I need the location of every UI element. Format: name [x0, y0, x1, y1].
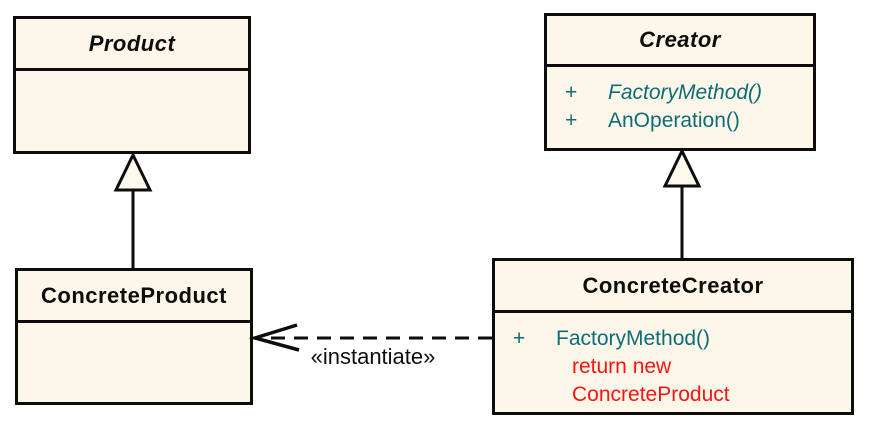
class-box-creator: Creator + FactoryMethod() + AnOperation(… — [544, 13, 816, 151]
method-anoperation: + AnOperation() — [565, 107, 807, 135]
class-box-concrete-product: ConcreteProduct — [15, 268, 253, 405]
class-name-concrete-product: ConcreteProduct — [18, 271, 250, 323]
class-name-product: Product — [16, 19, 248, 71]
visibility-plus: + — [565, 81, 578, 104]
class-box-product: Product — [13, 16, 251, 154]
method-name: FactoryMethod() — [556, 327, 711, 350]
visibility-plus: + — [513, 327, 526, 350]
instantiate-stereotype-label: «instantiate» — [310, 344, 436, 369]
method-name: AnOperation() — [608, 109, 740, 132]
class-box-concrete-creator: ConcreteCreator + FactoryMethod() return… — [492, 258, 854, 415]
generalization-arrow-product — [113, 151, 153, 268]
generalization-arrow-creator — [662, 147, 702, 258]
hollow-triangle-icon — [662, 147, 702, 188]
method-factorymethod-concrete: + FactoryMethod() — [513, 325, 845, 353]
method-factorymethod-abstract: + FactoryMethod() — [565, 79, 807, 107]
class-body-creator: + FactoryMethod() + AnOperation() — [547, 67, 813, 135]
class-body-concrete-creator: + FactoryMethod() return new ConcretePro… — [495, 313, 851, 409]
class-name-concrete-creator: ConcreteCreator — [495, 261, 851, 313]
hollow-triangle-icon — [113, 151, 153, 192]
visibility-plus: + — [565, 109, 578, 132]
class-body-concrete-product — [18, 323, 250, 335]
method-name: FactoryMethod() — [608, 81, 763, 104]
pseudocode-return-new: return new — [572, 355, 672, 378]
class-name-creator: Creator — [547, 16, 813, 67]
class-body-product — [16, 71, 248, 83]
pseudocode-concrete-product: ConcreteProduct — [572, 383, 730, 406]
